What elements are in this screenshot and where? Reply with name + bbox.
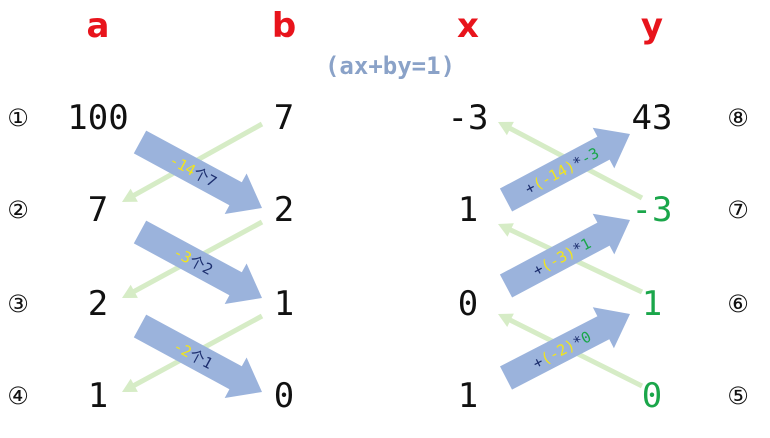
value-b: 7 (273, 98, 295, 138)
value-a: 7 (87, 190, 109, 230)
equation-label: (ax+by=1) (324, 52, 456, 80)
value-x: 0 (457, 284, 479, 324)
header-y: y (640, 6, 664, 46)
row-index-y: ⑤ (727, 382, 749, 410)
value-x: 1 (457, 376, 479, 416)
value-b: 2 (273, 190, 295, 230)
row-index-y: ⑧ (727, 104, 749, 132)
value-b: 0 (273, 376, 295, 416)
blue-arrow-left-2 (133, 220, 262, 304)
row-index: ① (7, 104, 29, 132)
blue-arrow-right-3 (500, 307, 630, 390)
header-x: x (457, 6, 479, 46)
row-index: ③ (7, 290, 29, 318)
value-y: 1 (641, 284, 663, 324)
header-b: b (271, 6, 297, 46)
row-index: ④ (7, 382, 29, 410)
blue-arrow-right-1 (499, 127, 630, 212)
value-a: 100 (67, 98, 129, 138)
blue-arrow-left-1 (133, 130, 262, 214)
blue-arrow-right-2 (499, 213, 630, 298)
value-y: 0 (641, 376, 663, 416)
value-x: -3 (447, 98, 489, 138)
value-y: 43 (631, 98, 673, 138)
row-index: ② (7, 196, 29, 224)
header-a: a (86, 6, 110, 46)
value-x: 1 (457, 190, 479, 230)
value-a: 2 (87, 284, 109, 324)
row-index-y: ⑦ (727, 196, 749, 224)
value-a: 1 (87, 376, 109, 416)
row-index-y: ⑥ (727, 290, 749, 318)
blue-arrow-left-3 (133, 314, 262, 398)
value-b: 1 (273, 284, 295, 324)
value-y: -3 (631, 190, 673, 230)
